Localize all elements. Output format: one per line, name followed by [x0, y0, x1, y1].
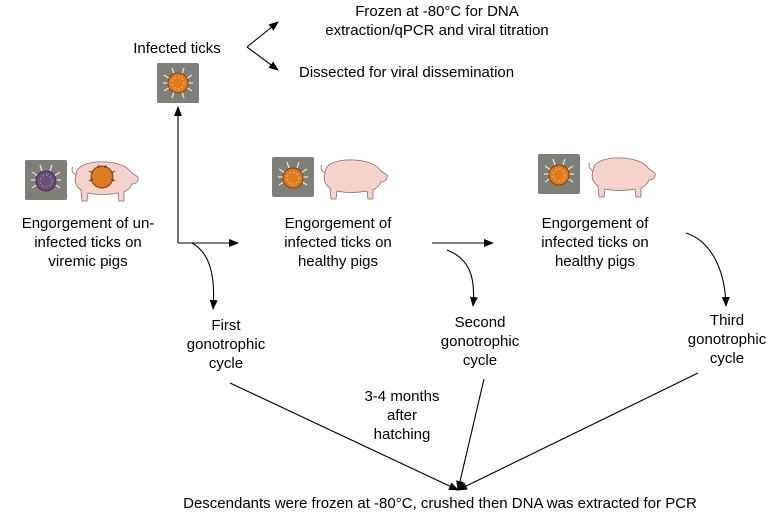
arrow-to-frozen [246, 21, 279, 48]
healthy-pig-icon-2 [588, 157, 656, 198]
arrow-cycle3-to-descendants [457, 372, 699, 491]
cycle-label-3: Third gonotrophic cycle [687, 312, 767, 367]
infected-tick-icon-3 [538, 154, 580, 194]
arrow-to-dissected [246, 46, 279, 71]
engorge-label-2: Engorgement of infected ticks on healthy… [284, 215, 392, 270]
cycle-label-2: Second gonotrophic cycle [440, 314, 520, 369]
infected-tick-icon-2 [272, 157, 314, 197]
infected-ticks-label: Infected ticks [133, 40, 221, 57]
descendants-label: Descendants were frozen at -80°C, crushe… [183, 495, 697, 512]
months-label: 3-4 months after hatching [364, 388, 440, 443]
frozen-label: Frozen at -80°C for DNA extraction/qPCR … [325, 3, 549, 39]
arrow-to-cycle-1 [191, 242, 218, 310]
healthy-pig-icon [320, 159, 388, 200]
infected-tick-icon [157, 63, 199, 103]
arrow-cycle2-to-descendants [456, 378, 485, 491]
engorge-label-3: Engorgement of infected ticks on healthy… [541, 215, 649, 270]
dissected-label: Dissected for viral dissemination [299, 64, 515, 81]
arrow-to-cycle-2 [446, 249, 478, 307]
viremic-pig-icon [71, 161, 139, 202]
cycle-label-1: First gonotrophic cycle [186, 317, 266, 372]
engorge-label-1: Engorgement of un- infected ticks on vir… [21, 215, 155, 270]
arrow-to-cycle-3 [685, 232, 730, 307]
uninfected-tick-icon [25, 160, 67, 200]
arrow-cycle1-to-descendants [229, 382, 459, 491]
